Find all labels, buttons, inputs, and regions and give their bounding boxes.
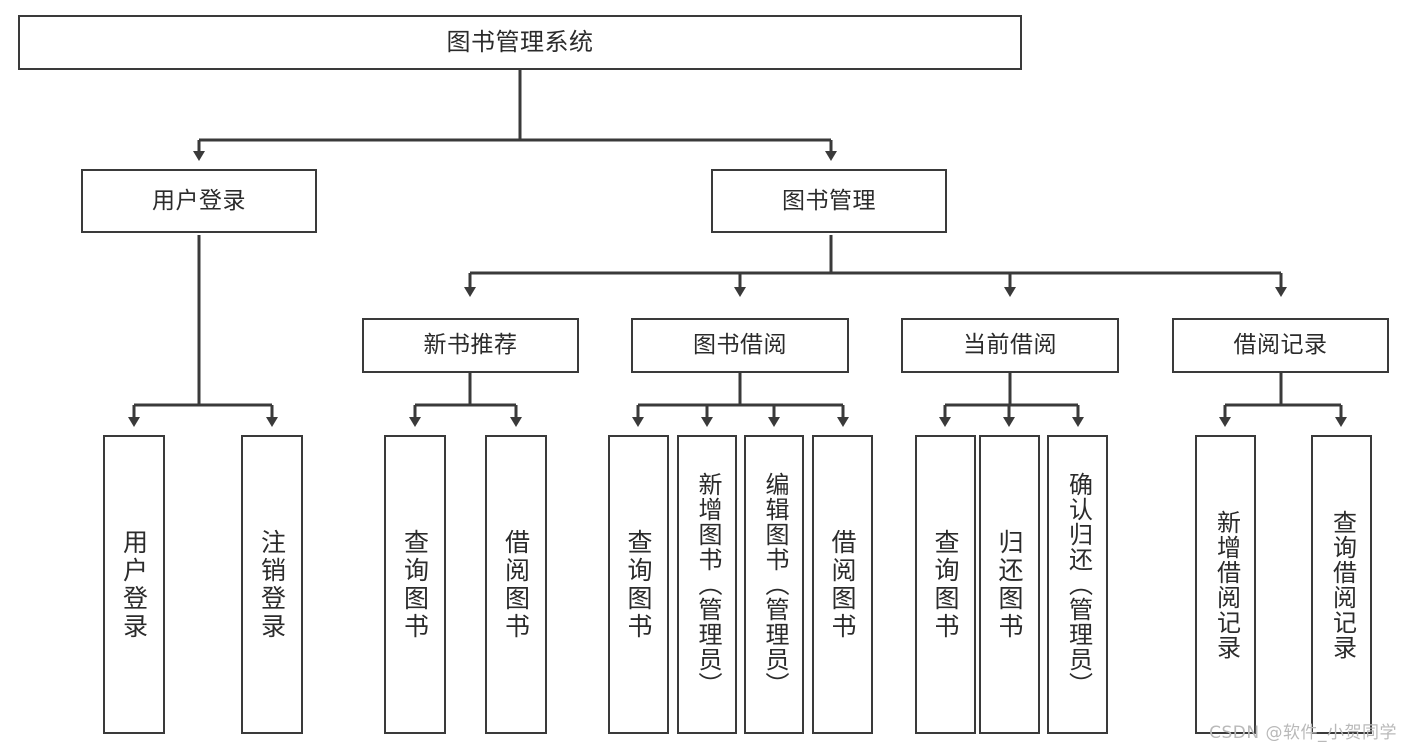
node-label: 确认归还（管理员） [1064, 472, 1093, 697]
node-borrow-record[interactable]: 借阅记录 [1172, 318, 1389, 373]
node-label: 借阅记录 [1233, 332, 1328, 359]
node-book-management[interactable]: 图书管理 [711, 169, 947, 233]
leaf-book-borrow-query[interactable]: 查询图书 [608, 435, 669, 734]
node-label: 查询图书 [624, 528, 653, 641]
node-root-book-management-system[interactable]: 图书管理系统 [18, 15, 1022, 70]
leaf-borrow-record-query[interactable]: 查询借阅记录 [1311, 435, 1372, 734]
node-label: 当前借阅 [963, 332, 1057, 359]
node-book-borrow[interactable]: 图书借阅 [631, 318, 849, 373]
node-label: 注销登录 [257, 528, 287, 641]
node-label: 借阅图书 [828, 528, 857, 641]
node-new-book-recommend[interactable]: 新书推荐 [362, 318, 579, 373]
leaf-current-borrow-confirm-return-admin[interactable]: 确认归还（管理员） [1047, 435, 1108, 734]
leaf-user-login-signout[interactable]: 注销登录 [241, 435, 303, 734]
node-label: 用户登录 [119, 528, 149, 641]
node-label: 查询借阅记录 [1328, 509, 1357, 660]
node-label: 新书推荐 [423, 332, 518, 359]
node-label: 借阅图书 [501, 528, 531, 641]
leaf-new-book-query[interactable]: 查询图书 [384, 435, 446, 734]
node-label: 编辑图书（管理员） [760, 472, 789, 697]
node-label: 归还图书 [995, 528, 1024, 641]
node-label: 新增借阅记录 [1212, 509, 1241, 660]
node-label: 图书管理系统 [446, 27, 594, 56]
node-label: 新增图书（管理员） [693, 472, 722, 697]
leaf-current-borrow-return[interactable]: 归还图书 [979, 435, 1040, 734]
node-label: 图书管理 [782, 187, 876, 214]
leaf-current-borrow-query[interactable]: 查询图书 [915, 435, 976, 734]
leaf-user-login-signin[interactable]: 用户登录 [103, 435, 165, 734]
leaf-book-borrow-add-admin[interactable]: 新增图书（管理员） [677, 435, 737, 734]
node-current-borrow[interactable]: 当前借阅 [901, 318, 1119, 373]
node-label: 图书借阅 [693, 332, 787, 359]
node-label: 查询图书 [400, 528, 430, 641]
csdn-watermark: CSDN @软件_小贺同学 [1209, 723, 1397, 743]
node-label: 查询图书 [931, 528, 960, 641]
node-user-login[interactable]: 用户登录 [81, 169, 317, 233]
node-label: 用户登录 [152, 187, 246, 214]
leaf-new-book-borrow[interactable]: 借阅图书 [485, 435, 547, 734]
leaf-borrow-record-add[interactable]: 新增借阅记录 [1195, 435, 1256, 734]
leaf-book-borrow-borrow[interactable]: 借阅图书 [812, 435, 873, 734]
leaf-book-borrow-edit-admin[interactable]: 编辑图书（管理员） [744, 435, 804, 734]
